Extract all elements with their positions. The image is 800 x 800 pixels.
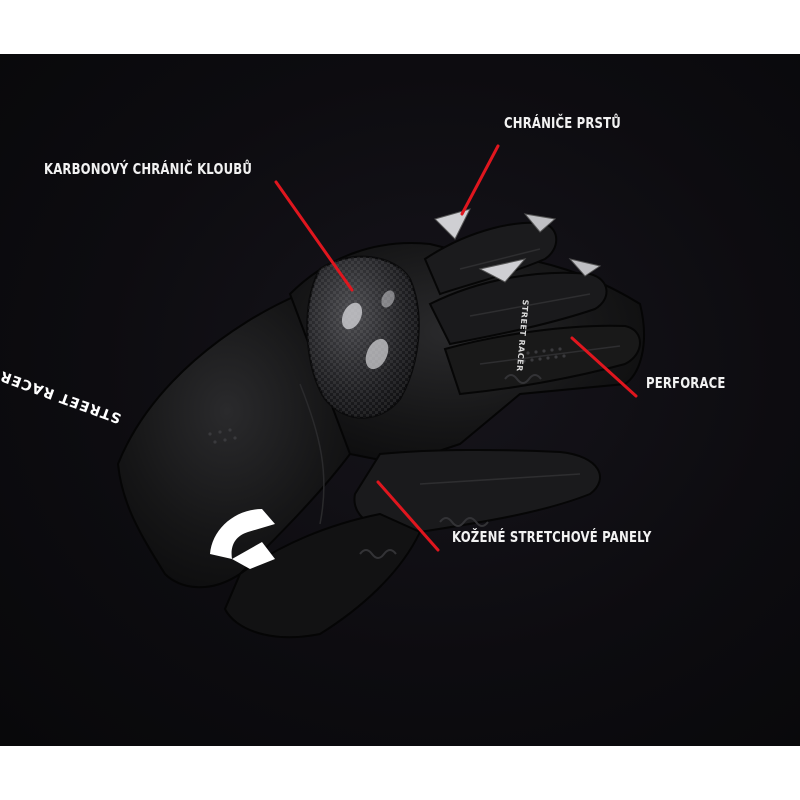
- perforation-dots: [208, 347, 566, 444]
- label-finger-protectors: CHRÁNIČE PRSTŮ: [504, 114, 621, 132]
- label-perforation: PERFORACE: [646, 374, 726, 392]
- finger-sliders: [434, 208, 602, 283]
- brand-r-logo-icon: [210, 509, 275, 569]
- carbon-knuckle-protector: [306, 255, 420, 419]
- label-leather-stretch-panels: KOŽENÉ STRETCHOVÉ PANELY: [452, 528, 652, 546]
- product-feature-panel: STREET RACER STREET RACER CHRÁNIČE PRSTŮ…: [0, 54, 800, 746]
- label-carbon-knuckle-protector: KARBONOVÝ CHRÁNIČ KLOUBŮ: [44, 160, 252, 178]
- callout-lines: [38, 144, 750, 552]
- glove-illustration: [38, 144, 750, 639]
- stretch-panel-ridges: [359, 374, 542, 559]
